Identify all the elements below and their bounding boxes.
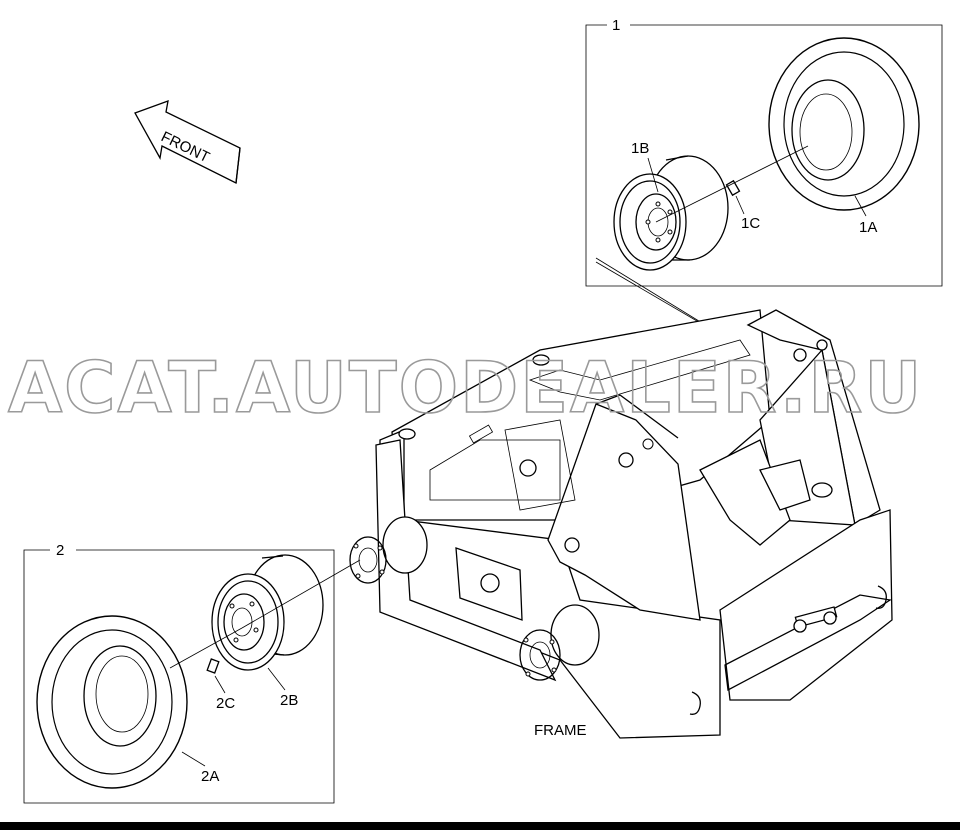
bottom-border [0, 822, 960, 830]
rim-1b [613, 155, 729, 271]
callout-1c-label: 1C [741, 215, 760, 232]
axle-hub-front [349, 516, 428, 584]
callout-2a-label: 2A [201, 768, 219, 785]
callout-1b-label: 1B [631, 140, 649, 157]
valve-1c [725, 179, 741, 197]
callout-box-2: 2 [23, 542, 335, 804]
tire-2a [36, 615, 188, 789]
callout-2-label: 2 [56, 542, 64, 559]
callout-1-label: 1 [612, 17, 620, 34]
callout-1a-label: 1A [859, 219, 877, 236]
axle-hub-rear [519, 604, 600, 681]
rim-2b [211, 554, 324, 671]
tire-1a [768, 37, 920, 211]
frame-label: FRAME [534, 722, 587, 739]
valve-2c [206, 658, 220, 674]
callout-2c-label: 2C [216, 695, 235, 712]
watermark-text: ACAT.AUTODEALER.RU [8, 347, 923, 429]
frame-assembly [349, 309, 893, 739]
callout-2b-label: 2B [280, 692, 298, 709]
front-arrow: FRONT [134, 100, 241, 184]
callout-box-1: 1 [585, 17, 943, 287]
